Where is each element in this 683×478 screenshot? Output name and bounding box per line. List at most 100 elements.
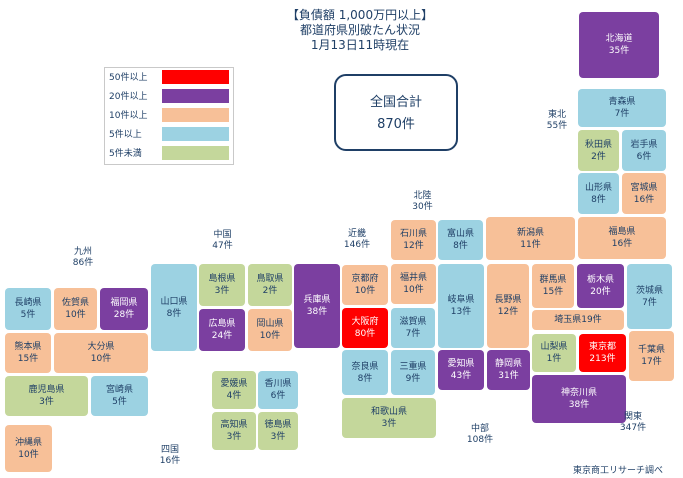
prefecture-count: 17件 <box>641 357 662 367</box>
region-name: 中部 <box>470 424 489 434</box>
region-name: 四国 <box>160 445 179 455</box>
region-name: 北陸 <box>413 191 432 201</box>
prefecture-tile: 兵庫県 38件 <box>294 264 340 348</box>
prefecture-name: 奈良県 <box>351 361 379 372</box>
prefecture-name: 香川県 <box>264 379 292 389</box>
legend-swatch <box>162 108 229 122</box>
prefecture-name: 愛知県 <box>447 359 475 369</box>
region-count: 108件 <box>466 435 494 445</box>
national-total-value: 870件 <box>377 117 415 132</box>
prefecture-count: 10件 <box>403 285 424 295</box>
prefecture-count: 15件 <box>17 354 39 364</box>
prefecture-count: 213件 <box>589 354 616 364</box>
prefecture-name: 鳥取県 <box>256 274 284 284</box>
title-line-3: 1月13日11時現在 <box>310 38 410 52</box>
prefecture-tile: 京都府 10件 <box>342 265 388 305</box>
prefecture-count: 5件 <box>20 310 36 320</box>
prefecture-name: 岐阜県 <box>447 295 475 305</box>
prefecture-name: 島根県 <box>208 274 236 284</box>
prefecture-name: 山形県 <box>584 182 612 193</box>
legend-row: 20件以上 <box>105 87 233 106</box>
prefecture-name: 新潟県 <box>516 227 544 238</box>
legend-swatch <box>162 146 229 160</box>
prefecture-name: 大分県 <box>87 342 115 352</box>
legend-swatch <box>162 89 229 103</box>
prefecture-name: 東京都 <box>588 342 616 352</box>
legend-row: 5件未満 <box>105 144 233 163</box>
prefecture-count: 10件 <box>65 310 86 320</box>
legend-swatch <box>162 70 229 84</box>
prefecture-count: 11件 <box>520 239 541 250</box>
prefecture-count: 31件 <box>498 371 519 381</box>
prefecture-count: 10件 <box>259 331 281 341</box>
prefecture-tile: 島根県 3件 <box>199 264 245 306</box>
prefecture-name: 兵庫県 <box>303 295 331 305</box>
prefecture-count: 38件 <box>306 307 328 317</box>
prefecture-count: 16件 <box>633 194 655 205</box>
prefecture-count: 16件 <box>611 239 633 249</box>
prefecture-count: 10件 <box>18 449 39 460</box>
prefecture-name: 愛媛県 <box>220 379 248 389</box>
legend-label: 10件以上 <box>109 111 148 121</box>
prefecture-count: 1件 <box>546 354 562 364</box>
prefecture-tile: 福井県 10件 <box>391 264 436 304</box>
prefecture-count: 7件 <box>405 329 421 339</box>
national-total-label: 全国合計 <box>369 95 422 110</box>
prefecture-name: 石川県 <box>399 229 427 239</box>
prefecture-name: 長野県 <box>494 295 522 305</box>
prefecture-name: 青森県 <box>608 97 636 107</box>
prefecture-count: 10件 <box>354 286 376 296</box>
region-count: 86件 <box>72 258 94 268</box>
prefecture-count: 15件 <box>542 287 564 297</box>
prefecture-count: 5件 <box>112 397 127 407</box>
prefecture-name: 徳島県 <box>264 420 292 430</box>
legend-row: 10件以上 <box>105 106 233 125</box>
prefecture-tile: 東京都 213件 <box>579 334 626 372</box>
prefecture-name: 福井県 <box>399 273 427 283</box>
prefecture-count: 9件 <box>405 373 421 384</box>
legend-swatch <box>162 127 229 141</box>
prefecture-count: 3件 <box>214 286 230 296</box>
prefecture-name: 神奈川県 <box>560 388 597 398</box>
legend-row: 50件以上 <box>105 68 233 87</box>
prefecture-name: 宮城県 <box>630 182 658 193</box>
prefecture-label: 埼玉県19件 <box>554 315 602 325</box>
prefecture-name: 岡山県 <box>256 319 284 329</box>
prefecture-count: 35件 <box>608 46 630 56</box>
legend-row: 5件以上 <box>105 125 233 144</box>
prefecture-count: 3件 <box>381 419 397 429</box>
prefecture-name: 岩手県 <box>630 139 658 150</box>
prefecture-name: 京都府 <box>351 274 379 284</box>
prefecture-name: 高知県 <box>220 420 248 430</box>
prefecture-count: 8件 <box>453 241 468 251</box>
